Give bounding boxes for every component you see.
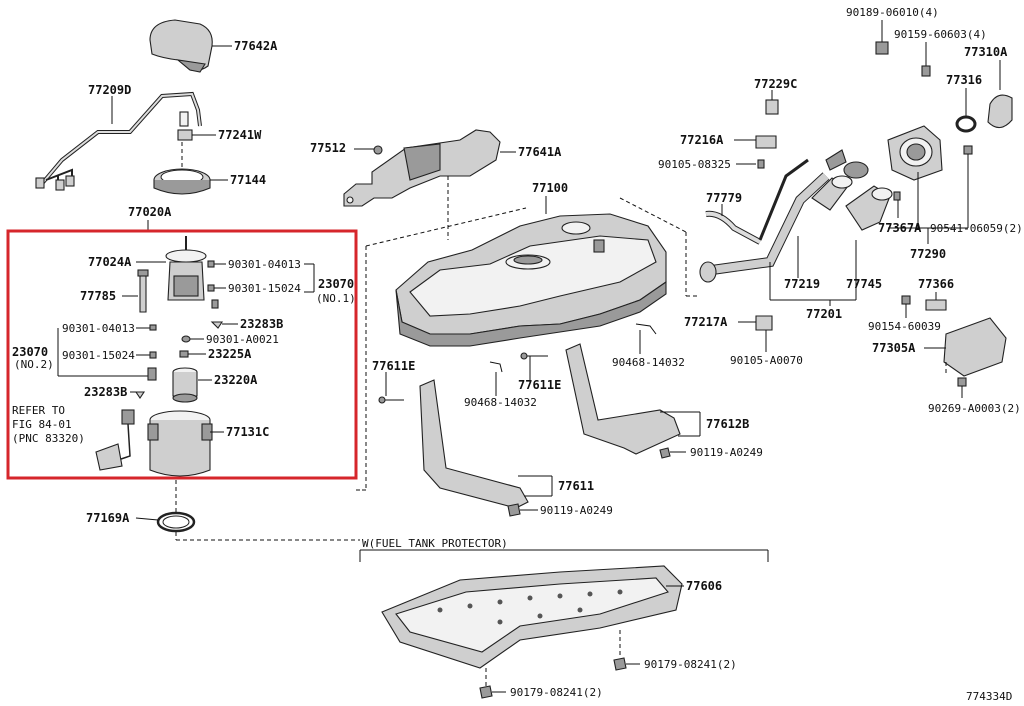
label-23220A[interactable]: 23220A [214,373,258,387]
part-fuel-sender-gauge [95,409,135,471]
part-77219-filler-neck [811,175,853,211]
label-90189-06010[interactable]: 90189-06010(4) [846,6,939,19]
label-90301-15024-a[interactable]: 90301-15024 [228,282,301,295]
label-77310A[interactable]: 77310A [964,45,1008,59]
part-77100-fuel-tank [395,213,667,347]
label-77024A[interactable]: 77024A [88,255,132,269]
label-77611E-a[interactable]: 77611E [372,359,415,373]
label-77144[interactable]: 77144 [230,173,266,187]
part-77024A-pump-assembly [165,236,207,301]
part-77366-hinge [925,299,947,311]
part-23220A-pump-motor [147,367,198,403]
label-90301-15024-b[interactable]: 90301-15024 [62,349,135,362]
label-77201[interactable]: 77201 [806,307,842,321]
part-77241W-clip [177,111,193,141]
label-23070-no1-sub: (NO.1) [316,292,356,305]
protector-title: W(FUEL TANK PROTECTOR) [362,537,508,550]
label-90119-A0249-a[interactable]: 90119-A0249 [690,446,763,459]
label-90301-04013-b[interactable]: 90301-04013 [62,322,135,335]
part-77310A-cap [987,94,1013,129]
label-77100[interactable]: 77100 [532,181,568,195]
label-77366[interactable]: 77366 [918,277,954,291]
part-77611-tank-strap [419,379,529,509]
part-77316-ring [955,115,977,133]
part-77642A-cover [149,19,213,73]
part-77612B-tank-strap [565,343,681,455]
label-90468-14032-b[interactable]: 90468-14032 [612,356,685,369]
label-23070-no2[interactable]: 23070 [12,345,48,359]
label-77229C[interactable]: 77229C [754,77,797,91]
label-90159-60603[interactable]: 90159-60603(4) [894,28,987,41]
label-77641A[interactable]: 77641A [518,145,562,159]
label-90301-04013-a[interactable]: 90301-04013 [228,258,301,271]
label-77611[interactable]: 77611 [558,479,594,493]
part-77606-fuel-tank-protector [381,565,683,669]
label-77216A[interactable]: 77216A [680,133,724,147]
part-77209D-fuel-line [35,91,202,191]
label-90301-A0021[interactable]: 90301-A0021 [206,333,279,346]
part-77512-clip [373,145,383,155]
label-77745[interactable]: 77745 [846,277,882,291]
part-77305A-fuel-door [943,317,1007,377]
label-77241W[interactable]: 77241W [218,128,262,142]
part-77169A-gasket [156,511,196,533]
label-90105-A0070[interactable]: 90105-A0070 [730,354,803,367]
label-77219[interactable]: 77219 [784,277,820,291]
label-77020A[interactable]: 77020A [128,205,172,219]
label-77367A[interactable]: 77367A [878,221,922,235]
label-77217A[interactable]: 77217A [684,315,728,329]
label-77131C[interactable]: 77131C [226,425,269,439]
label-90468-14032-a[interactable]: 90468-14032 [464,396,537,409]
label-77512[interactable]: 77512 [310,141,346,155]
label-77785[interactable]: 77785 [80,289,116,303]
refer-line-1: REFER TO [12,404,65,417]
label-90119-A0249-b[interactable]: 90119-A0249 [540,504,613,517]
label-90154-60039[interactable]: 90154-60039 [868,320,941,333]
label-77290[interactable]: 77290 [910,247,946,261]
part-77229C [765,99,779,115]
label-77316[interactable]: 77316 [946,73,982,87]
label-23070-no1[interactable]: 23070 [318,277,354,291]
part-77785-sender-lead [137,269,149,313]
part-77131C-pump-housing [147,410,213,477]
part-77144-retainer-ring [153,168,211,195]
label-23070-no2-sub: (NO.2) [14,358,54,371]
label-77611E-b[interactable]: 77611E [518,378,561,392]
label-77612B[interactable]: 77612B [706,417,749,431]
part-77290-filler-housing [887,125,943,181]
refer-line-2[interactable]: FIG 84-01 [12,418,72,431]
label-90105-08325[interactable]: 90105-08325 [658,158,731,171]
label-77169A[interactable]: 77169A [86,511,130,525]
refer-line-3: (PNC 83320) [12,432,85,445]
part-77216A-bracket [755,135,777,149]
label-90179-08241-a[interactable]: 90179-08241(2) [644,658,737,671]
part-77745-inlet [843,161,893,231]
label-90269-A0003[interactable]: 90269-A0003(2) [928,402,1021,415]
part-77641A-heat-shield [343,129,501,207]
label-90541-06059[interactable]: 90541-06059(2) [930,222,1023,235]
label-90179-08241-b[interactable]: 90179-08241(2) [510,686,603,699]
label-77606[interactable]: 77606 [686,579,722,593]
figure-code: 774334D [966,690,1012,703]
label-23283B-a[interactable]: 23283B [240,317,283,331]
label-77642A[interactable]: 77642A [234,39,278,53]
label-77209D[interactable]: 77209D [88,83,131,97]
label-23225A[interactable]: 23225A [208,347,252,361]
label-77305A[interactable]: 77305A [872,341,916,355]
part-77217A-bracket [755,315,773,331]
fuel-pump-assembly-highlight [6,229,358,480]
label-23283B-b[interactable]: 23283B [84,385,127,399]
label-77779[interactable]: 77779 [706,191,742,205]
